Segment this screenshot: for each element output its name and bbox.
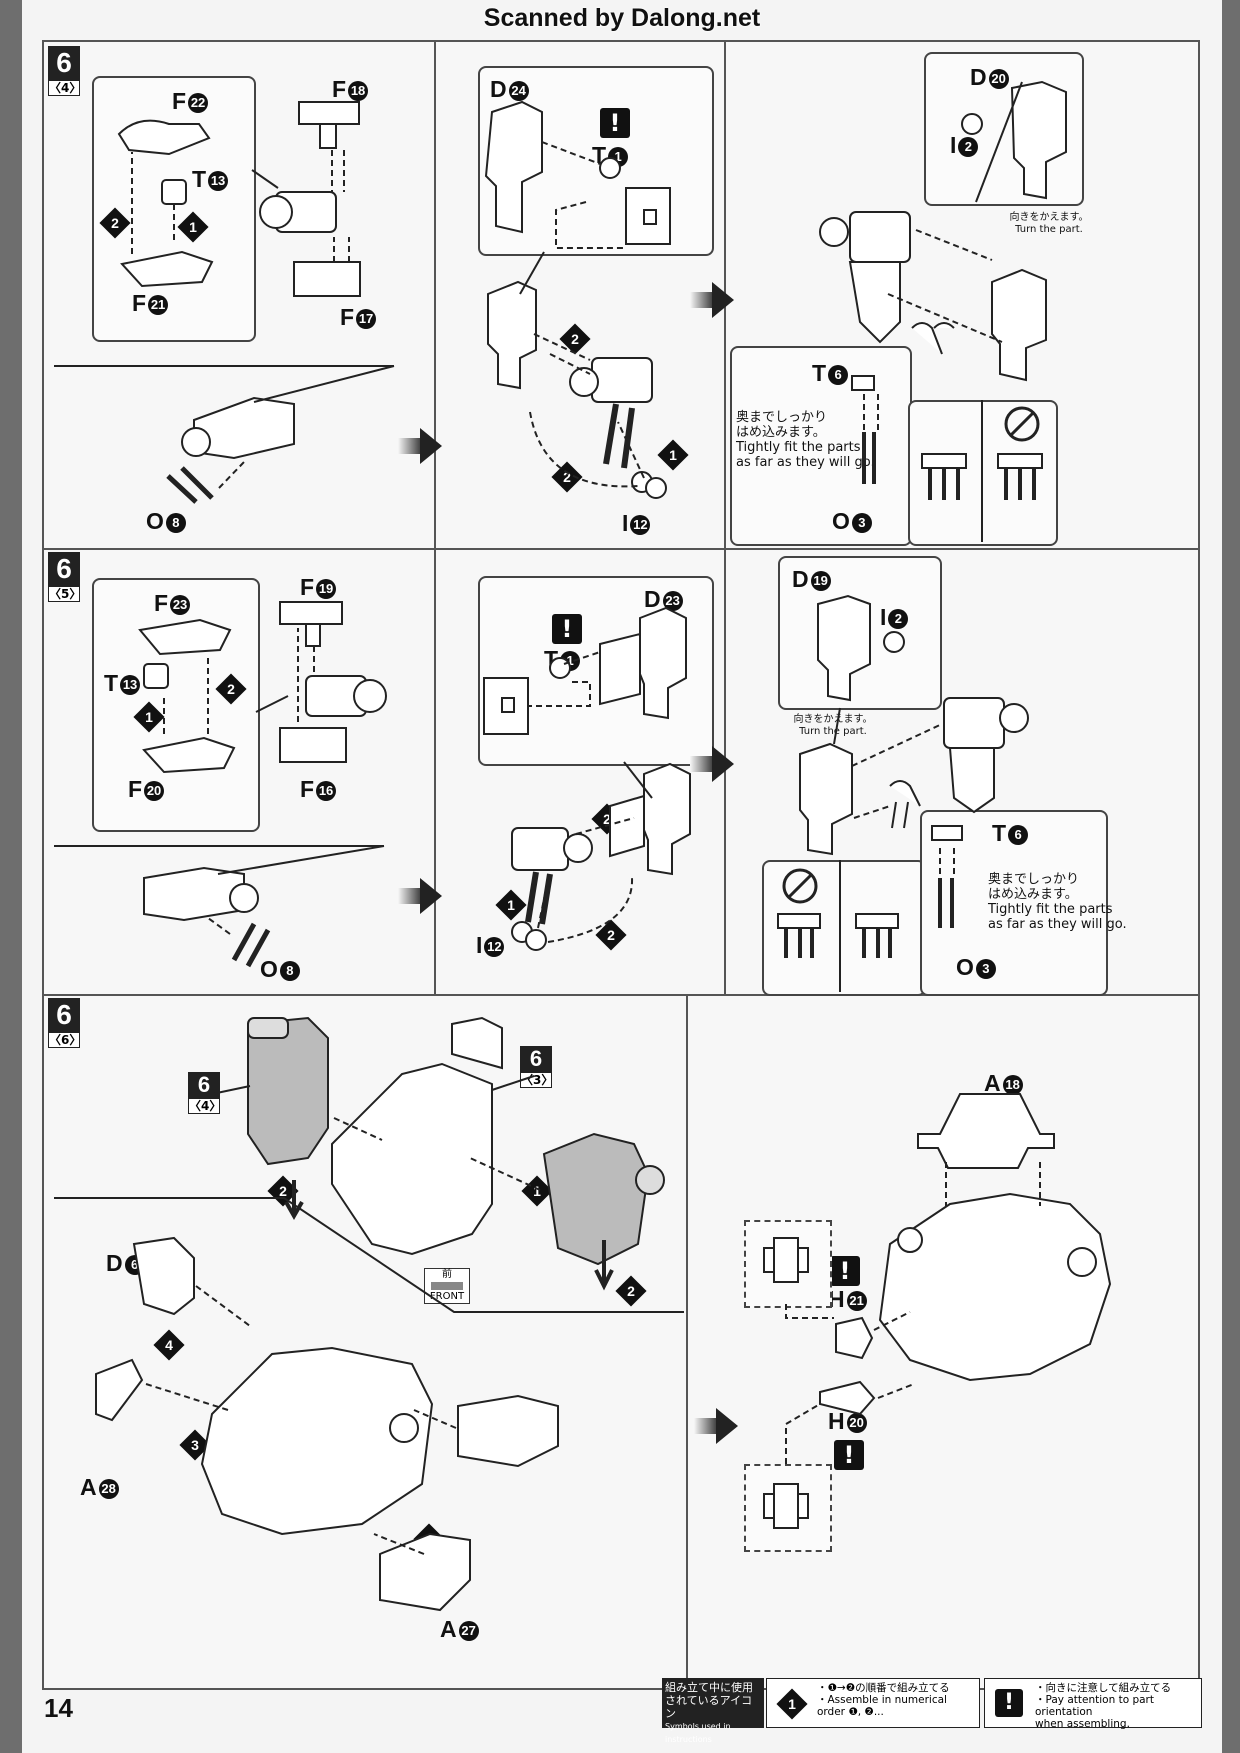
step-badge-6-6: 6 〈6〉 [48,998,82,1048]
assembly-illustration-6-4c [819,80,1067,542]
caution-icon: ! [600,108,630,138]
next-arrow [690,746,734,782]
next-arrow [398,428,442,464]
caution-icon: ! [834,1440,864,1470]
assembly-illustration-6-5b [483,606,691,951]
legend-orientation: ! ・向きに注意して組み立てる・Pay attention to part or… [984,1678,1202,1730]
ref-step-6-3: 6 〈3〉 [520,1046,554,1088]
next-arrow [398,878,442,914]
step-badge-6-5: 6 〈5〉 [48,552,82,602]
order-icon: 1 [776,1688,808,1720]
turn-part-note: 向きをかえます。Turn the part. [1009,212,1089,235]
assembly-illustration-6-6b [763,1093,1112,1529]
assembly-illustration-6-5c [777,594,1029,992]
next-arrow [694,1408,738,1444]
turn-part-note: 向きをかえます。Turn the part. [793,714,873,737]
sub-assembly-callout [92,578,260,832]
caution-icon: ! [552,614,582,644]
assembly-illustration-6-5a [54,601,387,968]
assembly-illustration-6-4b [484,100,671,499]
ref-step-6-4: 6 〈4〉 [188,1072,222,1114]
step-badge-6-4: 6 〈4〉 [48,46,82,96]
legend-order: 1 ・❶→❷の順番で組み立てる・Assemble in numerical or… [766,1678,980,1728]
assembly-illustration-6-4a [54,101,395,504]
caution-icon: ! [995,1689,1023,1717]
scan-watermark: Scanned by Dalong.net [483,4,761,32]
assembly-illustration-6-6a [54,1016,684,1612]
page-number: 14 [44,1693,73,1723]
caution-icon: ! [830,1256,860,1286]
next-arrow [690,282,734,318]
